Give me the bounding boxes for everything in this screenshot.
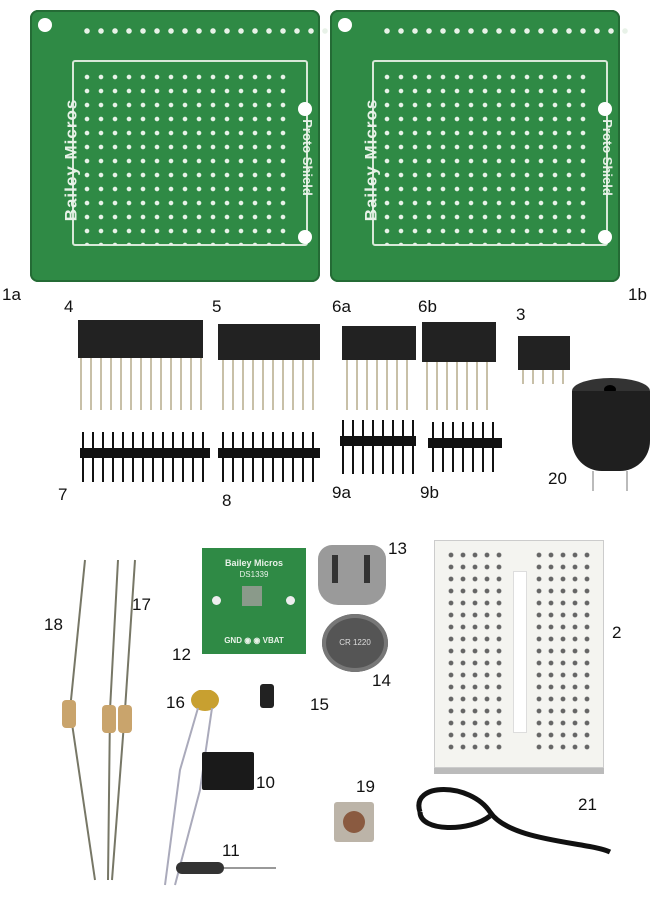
battery-text: CR 1220 bbox=[339, 638, 371, 647]
mounting-hole bbox=[598, 230, 612, 244]
label-18: 18 bbox=[44, 615, 63, 634]
label-6a: 6a bbox=[332, 297, 351, 316]
label-2: 2 bbox=[612, 623, 622, 642]
male-header-8-strip bbox=[218, 448, 320, 458]
label-17: 17 bbox=[132, 595, 151, 614]
coin-cell-battery: CR 1220 bbox=[322, 614, 388, 672]
pcb-brand-text: Bailey Micros bbox=[361, 98, 381, 222]
label-13: 13 bbox=[388, 539, 407, 558]
mounting-hole bbox=[298, 102, 312, 116]
header-pins bbox=[426, 362, 494, 410]
pcb-header-holes bbox=[380, 26, 630, 36]
header-pins bbox=[346, 360, 414, 410]
mounting-hole bbox=[38, 18, 52, 32]
mounting-hole bbox=[338, 18, 352, 32]
pcb-proto-holes bbox=[380, 70, 592, 245]
dip-ic bbox=[202, 752, 254, 790]
label-1b: 1b bbox=[628, 285, 647, 304]
male-header-9a-strip bbox=[340, 436, 416, 446]
label-4: 4 bbox=[64, 297, 74, 316]
label-14: 14 bbox=[372, 671, 391, 690]
pcb-outline bbox=[72, 60, 308, 246]
pcb-proto-holes bbox=[80, 70, 292, 245]
pcb-brand-text: Bailey Micros bbox=[61, 98, 81, 222]
piezo-buzzer bbox=[572, 378, 650, 491]
ds-board-pads: GND ◉ ◉ VBAT bbox=[224, 636, 284, 645]
label-10: 10 bbox=[256, 773, 275, 792]
label-11: 11 bbox=[222, 841, 240, 860]
mounting-hole bbox=[298, 230, 312, 244]
label-1a: 1a bbox=[2, 285, 21, 304]
stackable-header-6b bbox=[422, 322, 496, 362]
label-9a: 9a bbox=[332, 483, 351, 502]
ds1339-breakout-board: Bailey Micros DS1339 GND ◉ ◉ VBAT bbox=[202, 548, 306, 654]
female-header-3 bbox=[518, 336, 570, 370]
resistor-18 bbox=[62, 559, 136, 881]
label-19: 19 bbox=[356, 777, 375, 796]
ds-board-model: DS1339 bbox=[239, 570, 269, 579]
label-20: 20 bbox=[548, 469, 567, 488]
label-9b: 9b bbox=[420, 483, 439, 502]
stackable-header-4 bbox=[78, 320, 203, 358]
pcb-side-text: Proto Shield bbox=[600, 119, 616, 196]
mini-breadboard bbox=[434, 540, 604, 768]
label-6b: 6b bbox=[418, 297, 437, 316]
proto-shield-pcb-1a: Bailey Micros Proto Shield bbox=[30, 10, 330, 282]
jumper-wires bbox=[416, 787, 612, 855]
label-12: 12 bbox=[172, 645, 191, 664]
ds-board-brand: Bailey Micros bbox=[224, 558, 284, 568]
label-5: 5 bbox=[212, 297, 222, 316]
header-pins bbox=[80, 358, 202, 410]
male-header-9b-strip bbox=[428, 438, 502, 448]
label-16: 16 bbox=[166, 693, 185, 712]
crystal-lead bbox=[224, 867, 276, 869]
pcb-side-text: Proto Shield bbox=[300, 119, 316, 196]
crystal bbox=[176, 862, 224, 874]
label-3: 3 bbox=[516, 305, 526, 324]
stackable-header-6a bbox=[342, 326, 416, 360]
male-header-9a bbox=[342, 420, 414, 474]
proto-shield-pcb-1b: Bailey Micros Proto Shield bbox=[330, 10, 630, 282]
pcb-outline bbox=[372, 60, 608, 246]
male-header-7-strip bbox=[80, 448, 210, 458]
label-15: 15 bbox=[310, 695, 329, 714]
stackable-header-5 bbox=[218, 324, 320, 360]
header-pins bbox=[222, 360, 318, 410]
label-7: 7 bbox=[58, 485, 68, 504]
transistor bbox=[260, 684, 274, 708]
label-21: 21 bbox=[578, 795, 597, 814]
coin-cell-holder bbox=[318, 545, 386, 605]
header-pins bbox=[522, 370, 568, 384]
pcb-header-holes bbox=[80, 26, 330, 36]
ceramic-capacitor bbox=[164, 690, 219, 886]
label-8: 8 bbox=[222, 491, 232, 510]
mounting-hole bbox=[598, 102, 612, 116]
tactile-button bbox=[334, 802, 374, 842]
